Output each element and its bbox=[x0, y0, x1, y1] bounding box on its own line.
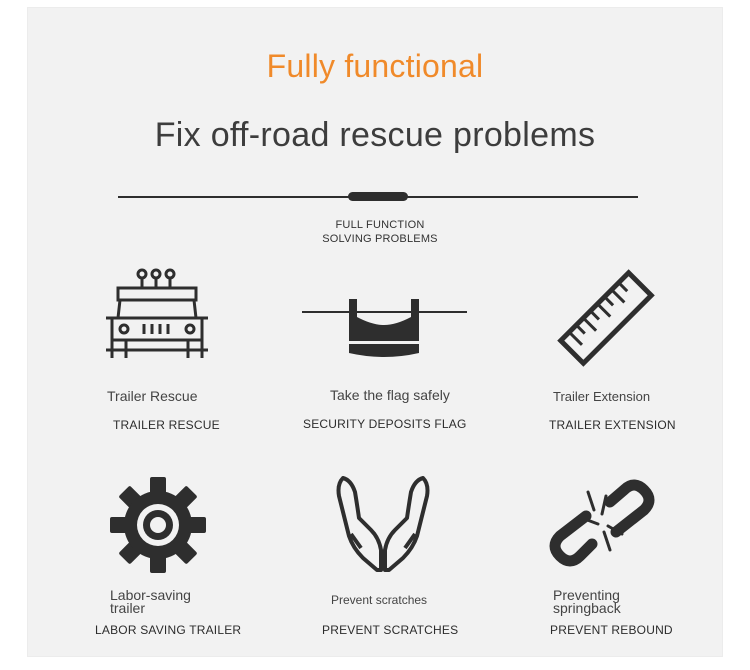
tagline: Fully functional bbox=[266, 48, 484, 84]
gear-icon bbox=[110, 477, 206, 573]
feature-label: Trailer Rescue bbox=[107, 388, 198, 404]
feature-label-line1: Labor-saving bbox=[110, 587, 191, 603]
feature-label-line1: Preventing bbox=[553, 587, 620, 603]
feature-label-line2: springback bbox=[553, 600, 621, 616]
feature-label: Take the flag safely bbox=[330, 387, 450, 403]
feature-label: Prevent scratches bbox=[331, 593, 428, 607]
hands-icon bbox=[336, 476, 430, 572]
feature-caption: PREVENT REBOUND bbox=[550, 623, 673, 637]
sub-heading-line1: FULL FUNCTION bbox=[335, 219, 425, 231]
feature-caption: LABOR SAVING TRAILER bbox=[95, 623, 242, 637]
feature-caption: TRAILER EXTENSION bbox=[549, 418, 676, 432]
ruler-icon bbox=[557, 269, 655, 367]
headline: Fix off-road rescue problems bbox=[154, 116, 596, 154]
sub-heading-line2: SOLVING PROBLEMS bbox=[322, 233, 438, 245]
truck-icon bbox=[106, 268, 208, 358]
feature-caption: PREVENT SCRATCHES bbox=[322, 623, 459, 637]
feature-caption: SECURITY DEPOSITS FLAG bbox=[303, 417, 467, 431]
feature-label-line2: trailer bbox=[110, 600, 146, 616]
feature-label: Trailer Extension bbox=[553, 389, 651, 404]
flag-clip-icon bbox=[302, 299, 467, 357]
divider-pill bbox=[348, 192, 408, 201]
feature-caption: TRAILER RESCUE bbox=[113, 418, 220, 432]
broken-chain-icon bbox=[549, 479, 655, 567]
